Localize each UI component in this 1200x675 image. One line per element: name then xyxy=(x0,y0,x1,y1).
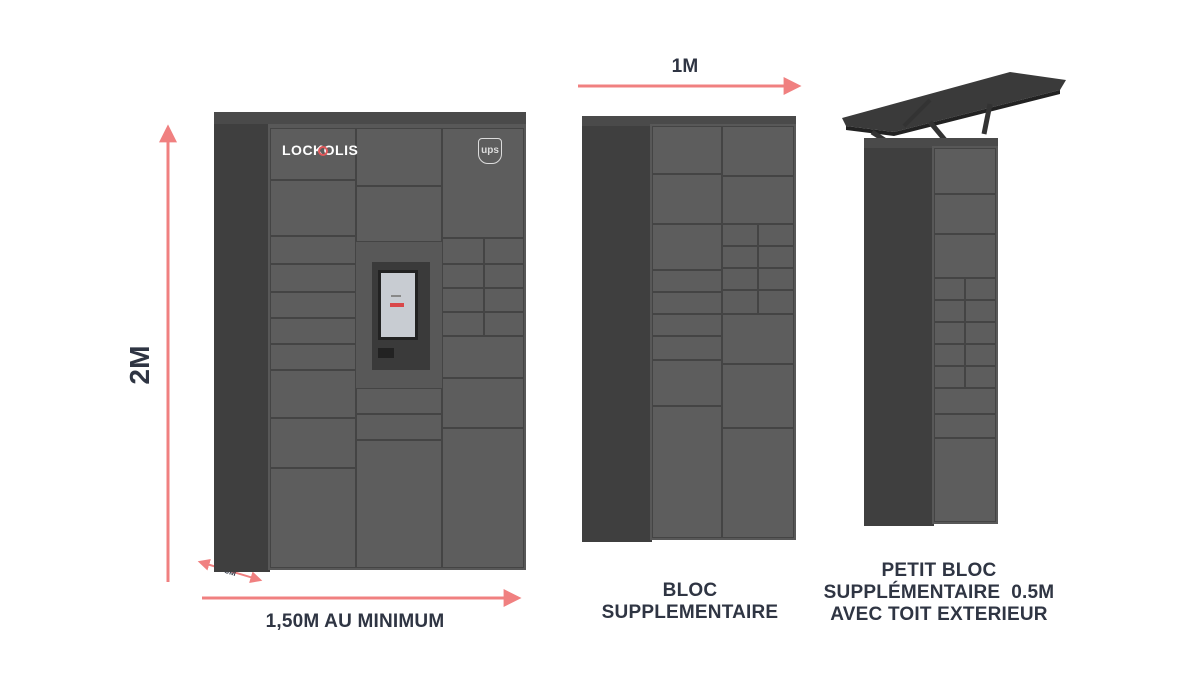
width-extra-label: 1M xyxy=(671,56,699,77)
extra-block-top xyxy=(582,116,796,126)
small-block-caption: PETIT BLOC SUPPLÉMENTAIRE 0.5M AVEC TOIT… xyxy=(800,560,1078,626)
small-block-caption-line3: AVEC TOIT EXTERIEUR xyxy=(830,604,1048,625)
card-reader[interactable] xyxy=(378,348,394,358)
extra-block-caption: BLOC SUPPLEMENTAIRE xyxy=(580,580,800,624)
main-cabinet-side xyxy=(214,120,270,572)
width-main-label: 1,50M AU MINIMUM xyxy=(265,611,445,632)
main-cabinet-top xyxy=(214,112,526,124)
extra-locker-block xyxy=(582,116,796,542)
main-locker-cabinet: LOCKOLIS ups xyxy=(214,112,526,574)
lockolis-logo-accent xyxy=(318,146,328,156)
small-block-caption-line1: PETIT BLOC xyxy=(881,560,997,581)
extra-block-front xyxy=(650,124,796,540)
kiosk-screen-module xyxy=(372,262,430,370)
small-block-top xyxy=(864,138,998,148)
extra-block-caption-line1: BLOC xyxy=(662,580,718,601)
extra-block-side xyxy=(582,122,652,542)
extra-block-caption-line2: SUPPLEMENTAIRE xyxy=(601,602,779,623)
small-block-side xyxy=(864,144,934,526)
small-block-caption-line2: SUPPLÉMENTAIRE 0.5M xyxy=(823,582,1055,603)
touch-screen[interactable] xyxy=(378,270,418,340)
ups-logo: ups xyxy=(478,138,502,164)
small-locker-block xyxy=(864,138,998,526)
small-block-front xyxy=(932,146,998,524)
screen-button[interactable] xyxy=(390,303,404,307)
main-cabinet-front: LOCKOLIS ups xyxy=(268,124,526,570)
